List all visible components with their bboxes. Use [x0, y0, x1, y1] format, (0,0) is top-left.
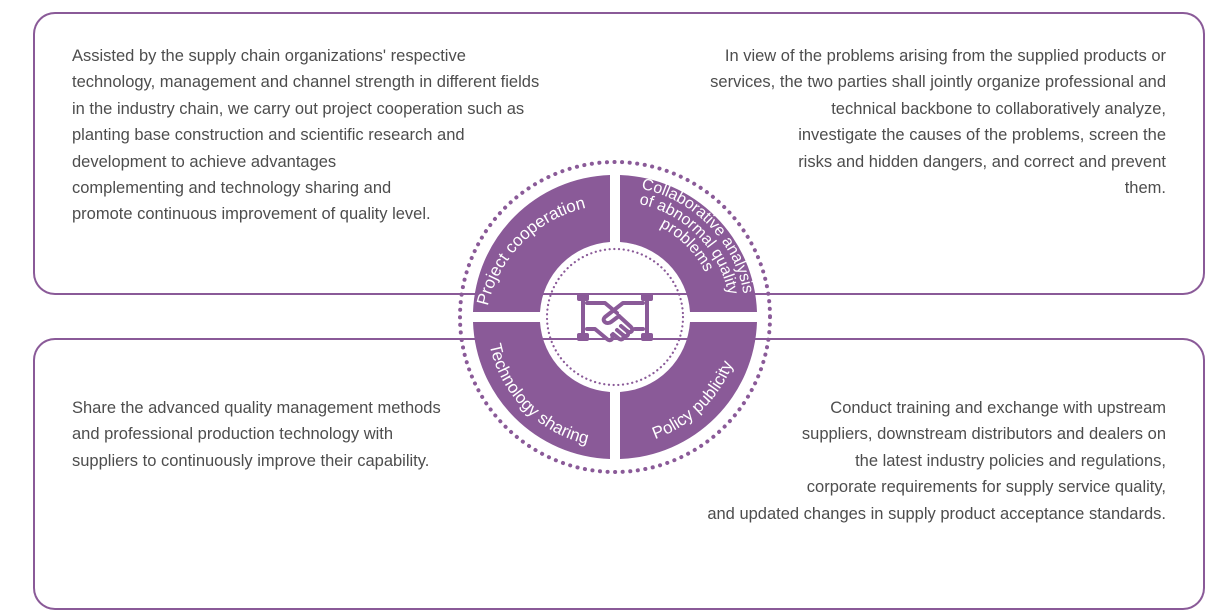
handshake-icon	[577, 293, 653, 343]
segment-technology-sharing	[473, 322, 610, 459]
policy-publicity-description: Conduct training and exchange with upstr…	[707, 399, 1166, 523]
outer-dotted-ring	[458, 160, 772, 474]
technology-sharing-description: Share the advanced quality management me…	[72, 399, 441, 470]
panel-policy-publicity	[610, 338, 1205, 610]
segment-policy-publicity	[620, 322, 757, 459]
inner-dotted-ring	[545, 247, 685, 387]
project-cooperation-description: Assisted by the supply chain organizatio…	[72, 47, 540, 224]
panel-collaborative-analysis	[610, 12, 1205, 295]
cooperation-wheel: Project cooperation Collaborative analys…	[458, 160, 772, 474]
collaborative-analysis-description: In view of the problems arising from the…	[710, 47, 1166, 198]
panel-technology-sharing	[33, 338, 610, 610]
panel-project-cooperation	[33, 12, 610, 295]
segment-collaborative-analysis	[620, 175, 757, 312]
segment-project-cooperation	[473, 175, 610, 312]
